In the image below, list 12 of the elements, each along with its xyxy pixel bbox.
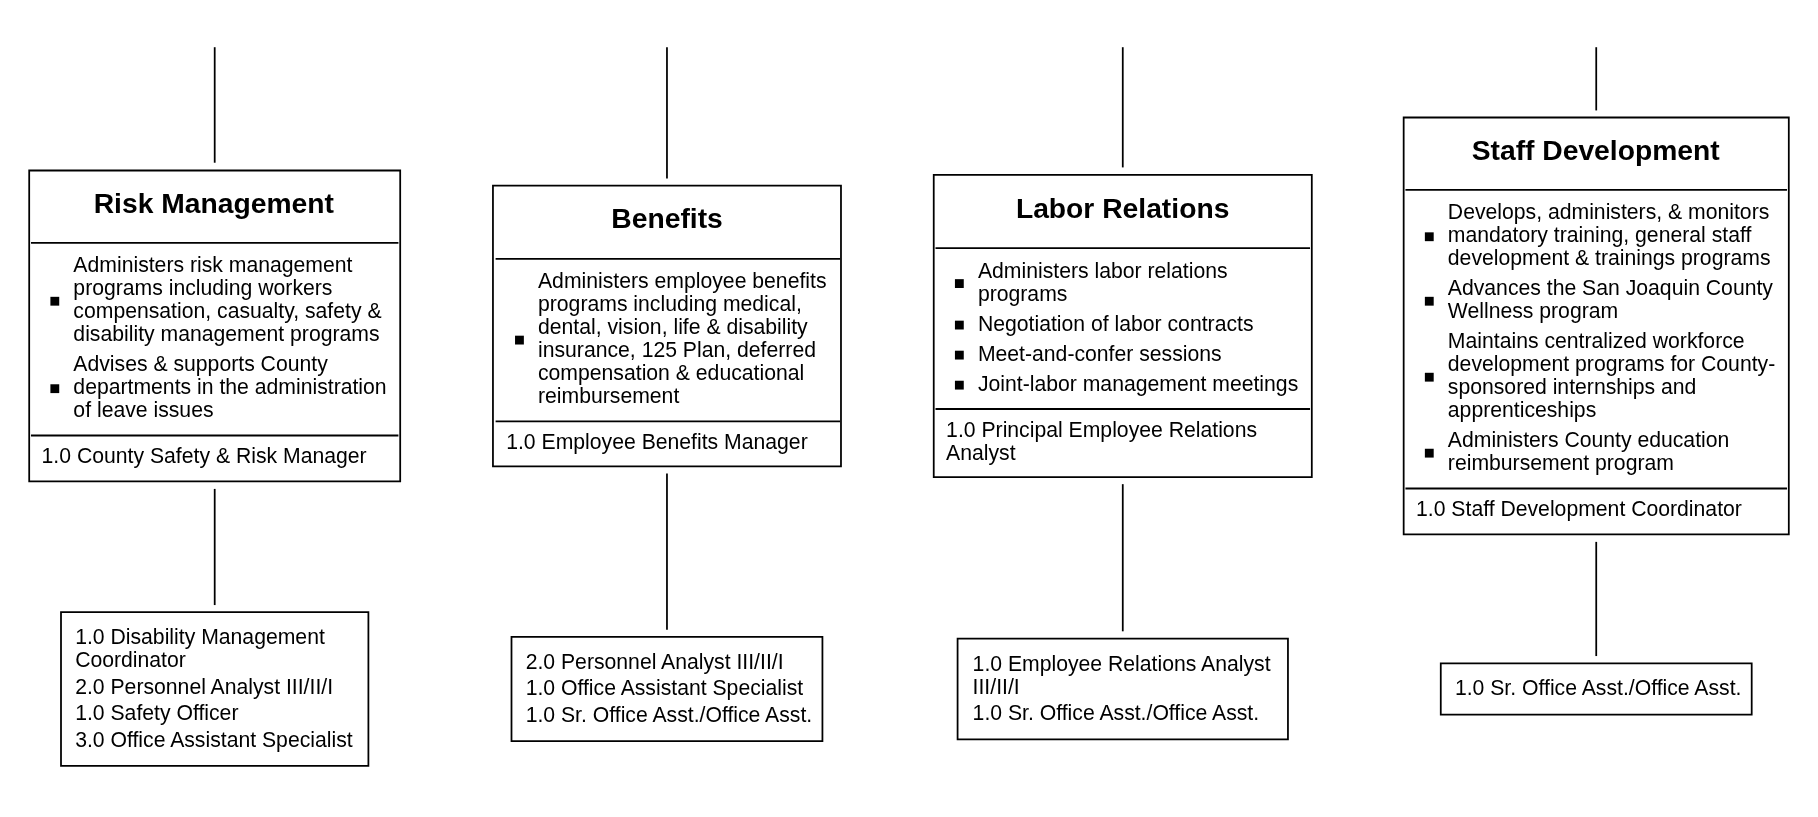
node-box: 2.0 Personnel Analyst III/II/I 1.0 Office Assistant Specialist 1.0 Sr. Office Asst./Office Asst.	[510, 635, 824, 742]
node-box: 1.0 Employee Relations Analyst III/II/I 1.0 Sr. Office Asst./Office Asst.	[956, 637, 1289, 740]
connector	[213, 487, 216, 606]
node-box: 1.0 Disability Management Coordinator 2.0 Personnel Analyst III/II/I 1.0 Safety Officer 3.0 Office Assistant Specialist	[60, 610, 370, 767]
node-box: 1.0 Sr. Office Asst./Office Asst.	[1439, 662, 1753, 715]
connector	[1595, 45, 1598, 111]
connector	[666, 472, 668, 631]
connector	[666, 45, 668, 179]
connector	[1595, 540, 1598, 657]
connector	[213, 45, 216, 164]
connector	[1121, 45, 1124, 168]
connector	[1121, 482, 1124, 632]
